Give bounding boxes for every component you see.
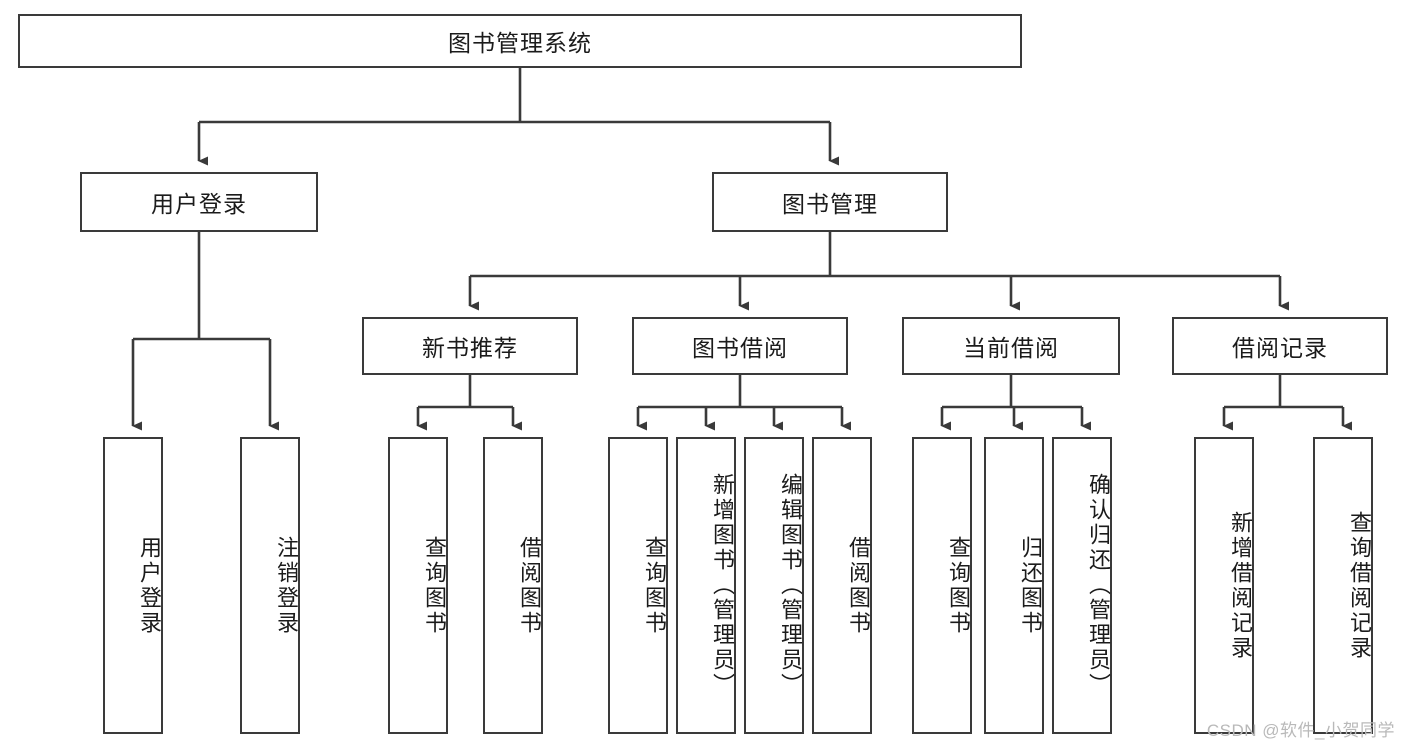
node-label: 用户登录	[151, 191, 247, 217]
node-new-book-recommend[interactable]: 新书推荐	[362, 317, 578, 375]
node-label: 注销登录	[274, 535, 299, 636]
watermark-text: CSDN @软件_小贺同学	[1206, 721, 1395, 740]
node-current-return-book[interactable]: 归还图书	[984, 437, 1044, 734]
node-current-query-book[interactable]: 查询图书	[912, 437, 972, 734]
node-user-logout[interactable]: 注销登录	[240, 437, 300, 734]
node-current-borrowing[interactable]: 当前借阅	[902, 317, 1120, 375]
node-label: 图书借阅	[692, 335, 788, 361]
node-label: 查询图书	[946, 535, 971, 636]
node-borrow-borrow-book[interactable]: 借阅图书	[812, 437, 872, 734]
node-label: 确认归还（管理员）	[1086, 473, 1111, 698]
node-user-login[interactable]: 用户登录	[80, 172, 318, 232]
node-borrow-records[interactable]: 借阅记录	[1172, 317, 1388, 375]
node-book-management[interactable]: 图书管理	[712, 172, 948, 232]
node-user-login-do[interactable]: 用户登录	[103, 437, 163, 734]
node-label: 查询图书	[642, 535, 667, 636]
node-recommend-borrow-book[interactable]: 借阅图书	[483, 437, 543, 734]
node-label: 用户登录	[137, 535, 162, 636]
node-record-query[interactable]: 查询借阅记录	[1313, 437, 1373, 734]
node-record-add[interactable]: 新增借阅记录	[1194, 437, 1254, 734]
node-borrow-query-book[interactable]: 查询图书	[608, 437, 668, 734]
node-label: 借阅图书	[517, 535, 542, 636]
node-label: 新增图书（管理员）	[710, 473, 735, 698]
node-label: 归还图书	[1018, 535, 1043, 636]
node-borrow-edit-book[interactable]: 编辑图书（管理员）	[744, 437, 804, 734]
node-label: 新书推荐	[422, 335, 518, 361]
node-current-confirm-return[interactable]: 确认归还（管理员）	[1052, 437, 1112, 734]
node-label: 图书管理系统	[448, 30, 592, 56]
node-root[interactable]: 图书管理系统	[18, 14, 1022, 68]
node-label: 编辑图书（管理员）	[778, 473, 803, 698]
node-label: 借阅图书	[846, 535, 871, 636]
node-label: 借阅记录	[1232, 335, 1328, 361]
node-borrow-add-book[interactable]: 新增图书（管理员）	[676, 437, 736, 734]
node-recommend-query-book[interactable]: 查询图书	[388, 437, 448, 734]
node-label: 查询借阅记录	[1347, 510, 1372, 661]
node-label: 图书管理	[782, 191, 878, 217]
node-book-borrowing[interactable]: 图书借阅	[632, 317, 848, 375]
node-label: 新增借阅记录	[1228, 510, 1253, 661]
node-label: 查询图书	[422, 535, 447, 636]
node-label: 当前借阅	[963, 335, 1059, 361]
